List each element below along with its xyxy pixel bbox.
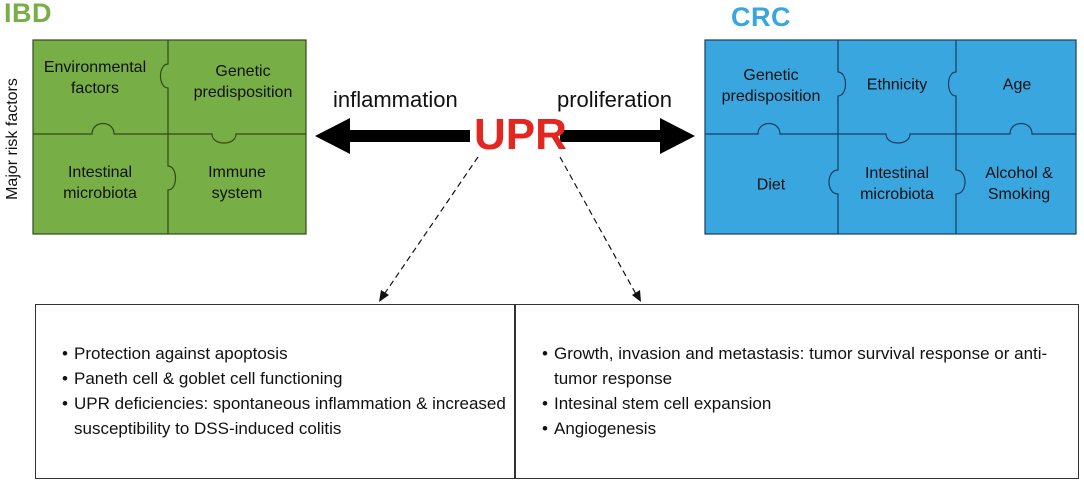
dashed-connector-right <box>559 156 641 302</box>
crc-piece-age: Age <box>1002 76 1032 94</box>
list-item: Paneth cell & goblet cell functioning <box>60 366 510 391</box>
ibd-piece-immune: Immune system <box>208 164 266 202</box>
side-label: Major risk factors <box>4 78 21 200</box>
crc-seam-horizontal <box>705 122 1076 144</box>
ibd-piece-environmental: Environmental factors <box>43 59 147 97</box>
ibd-outcomes-list: Protection against apoptosis Paneth cell… <box>60 341 510 441</box>
crc-piece-alcohol-smoking: Alcohol & Smoking <box>985 165 1053 203</box>
inflammation-label: inflammation <box>333 87 458 112</box>
crc-puzzle-board <box>704 39 1077 235</box>
outcomes-box <box>35 304 1079 479</box>
crc-piece-diet: Diet <box>756 176 786 194</box>
upr-label: UPR <box>474 110 567 159</box>
ibd-seam-horizontal <box>33 122 306 144</box>
crc-puzzle <box>704 39 1077 235</box>
proliferation-label: proliferation <box>557 87 672 112</box>
ibd-piece-microbiota: Intestinal microbiota <box>63 164 137 202</box>
crc-title: CRC <box>731 2 791 32</box>
outcomes-box-divider <box>514 304 516 479</box>
ibd-puzzle <box>32 39 307 235</box>
list-item: Intesinal stem cell expansion <box>540 391 1060 416</box>
list-item: UPR deficiencies: spontaneous inflammati… <box>60 391 510 441</box>
dashed-connector-left <box>379 156 479 302</box>
ibd-title: IBD <box>4 0 52 28</box>
ibd-piece-genetic: Genetic predisposition <box>193 63 293 101</box>
list-item: Protection against apoptosis <box>60 341 510 366</box>
crc-piece-genetic: Genetic predisposition <box>721 67 821 105</box>
left-arrow <box>315 118 470 154</box>
right-arrow <box>560 118 695 154</box>
crc-piece-microbiota: Intestinal microbiota <box>860 165 934 203</box>
list-item: Angiogenesis <box>540 416 1060 441</box>
crc-outcomes-list: Growth, invasion and metastasis: tumor s… <box>540 341 1060 441</box>
ibd-puzzle-board <box>32 39 307 235</box>
crc-piece-ethnicity: Ethnicity <box>866 76 928 94</box>
list-item: Growth, invasion and metastasis: tumor s… <box>540 341 1060 391</box>
